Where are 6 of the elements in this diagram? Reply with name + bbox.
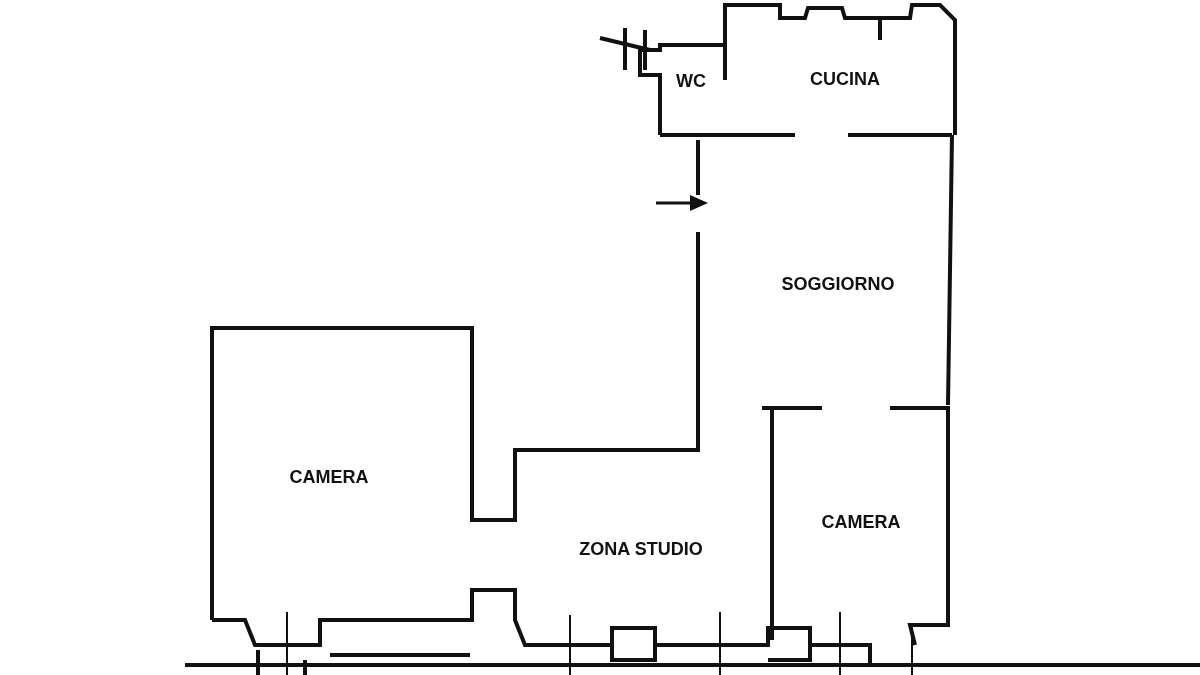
room-label: ZONA STUDIO [579,538,703,560]
room-label: SOGGIORNO [781,273,895,295]
room-label: CAMERA [821,511,901,533]
room-label: WC [676,70,706,92]
room-label: CAMERA [289,466,369,488]
room-label: CUCINA [810,68,880,90]
